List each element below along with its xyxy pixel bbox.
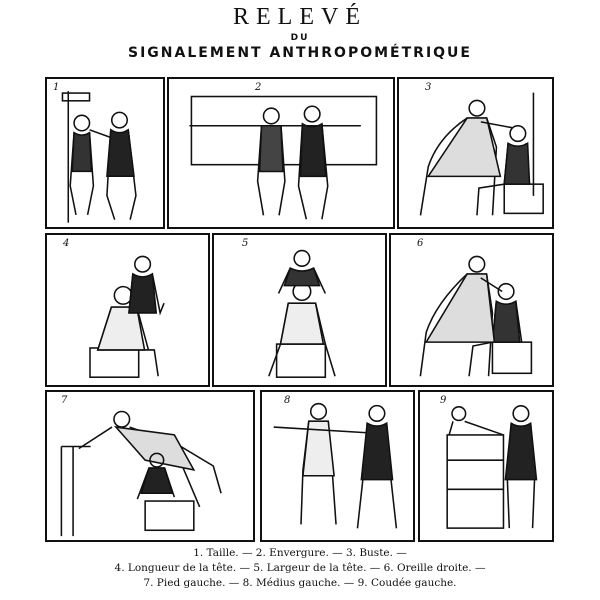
panel-longueur-tete: 4 [45, 233, 210, 387]
panel-largeur-tete: 5 [212, 233, 387, 387]
caption-line-3: 7. Pied gauche. — 8. Médius gauche. — 9.… [143, 577, 457, 589]
illustration-medius-gauche [273, 402, 398, 529]
page-title: RELEVÉ [233, 4, 367, 30]
panel-oreille-droite: 6 [389, 233, 554, 387]
panel-number: 8 [284, 395, 291, 406]
page-heading: SIGNALEMENT ANTHROPOMÉTRIQUE [128, 45, 472, 61]
panel-number: 7 [61, 395, 68, 406]
panel-coudee-gauche: 9 [418, 390, 554, 542]
panel-number: 2 [255, 82, 262, 93]
panel-taille: 1 [45, 77, 165, 229]
panel-number: 3 [425, 82, 432, 93]
illustration-oreille-droite [419, 255, 533, 377]
panel-pied-gauche: 7 [45, 390, 255, 542]
caption-line-1: 1. Taille. — 2. Envergure. — 3. Buste. — [193, 547, 407, 559]
illustration-coudee-gauche [446, 405, 538, 529]
page-subtitle: DU [290, 33, 310, 43]
illustration-pied-gauche [60, 410, 222, 537]
panel-buste: 3 [397, 77, 554, 229]
panel-number: 1 [53, 82, 60, 93]
illustration-buste [419, 92, 544, 216]
illustration-taille [61, 91, 137, 223]
panel-number: 9 [440, 395, 447, 406]
panel-number: 4 [63, 238, 70, 249]
caption-line-2: 4. Longueur de la tête. — 5. Largeur de … [114, 562, 486, 574]
panel-medius-gauche: 8 [260, 390, 415, 542]
panel-envergure: 2 [167, 77, 395, 229]
illustration-envergure [189, 95, 378, 220]
illustration-longueur-tete [89, 255, 165, 378]
illustration-largeur-tete [268, 249, 336, 378]
panel-number: 6 [417, 238, 424, 249]
panel-number: 5 [242, 238, 249, 249]
